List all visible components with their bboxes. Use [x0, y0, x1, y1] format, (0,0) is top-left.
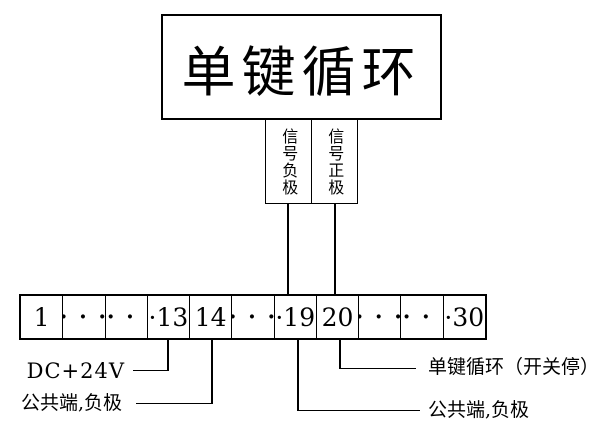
device-title-box: 单键循环 — [161, 14, 442, 120]
leader-terminal-19-vertical — [297, 340, 299, 411]
terminal-cell-dots: · · · — [231, 296, 274, 338]
terminal-cell-dots: · · · — [62, 296, 105, 338]
leader-terminal-13-horizontal — [133, 369, 168, 371]
terminal-strip: 1 · · · ·· · · ·13 14 · · · ·19 20 · · ·… — [19, 294, 487, 340]
leader-terminal-19-horizontal — [297, 409, 420, 411]
label-common-negative-left: 公共端,负极 — [21, 392, 123, 414]
leader-terminal-14-vertical — [211, 340, 213, 404]
signal-negative-box: 信号负极 — [265, 119, 312, 204]
label-dc24v: DC+24V — [26, 359, 125, 383]
wire-signal-positive-to-terminal-20 — [334, 203, 336, 295]
signal-negative-label: 信号负极 — [279, 127, 299, 196]
device-title: 单键循环 — [181, 40, 422, 104]
leader-terminal-20-horizontal — [339, 367, 416, 369]
terminal-cell-1: 1 — [33, 302, 50, 332]
label-common-negative-right: 公共端,负极 — [428, 399, 530, 421]
leader-terminal-14-horizontal — [136, 402, 213, 404]
leader-terminal-13-vertical — [167, 340, 169, 371]
signal-positive-label: 信号正极 — [325, 127, 345, 196]
terminal-cell-13: ·13 — [146, 296, 189, 338]
signal-positive-box: 信号正极 — [311, 119, 358, 204]
terminal-cell-19: ·19 — [273, 296, 316, 338]
terminal-cell-20: 20 — [315, 296, 358, 338]
terminal-cell-dots: ·· · · — [400, 296, 443, 338]
wire-signal-negative-to-terminal-19 — [287, 203, 289, 295]
terminal-cell-14: 14 — [189, 296, 231, 338]
terminal-cell-30: ·30 — [442, 296, 485, 338]
leader-terminal-20-vertical — [339, 340, 341, 369]
label-onekey-cycle-switch: 单键循环（开关停） — [428, 356, 600, 378]
terminal-cell-dots: · · · — [358, 296, 400, 338]
terminal-cell-dots: ·· · · — [104, 296, 147, 338]
